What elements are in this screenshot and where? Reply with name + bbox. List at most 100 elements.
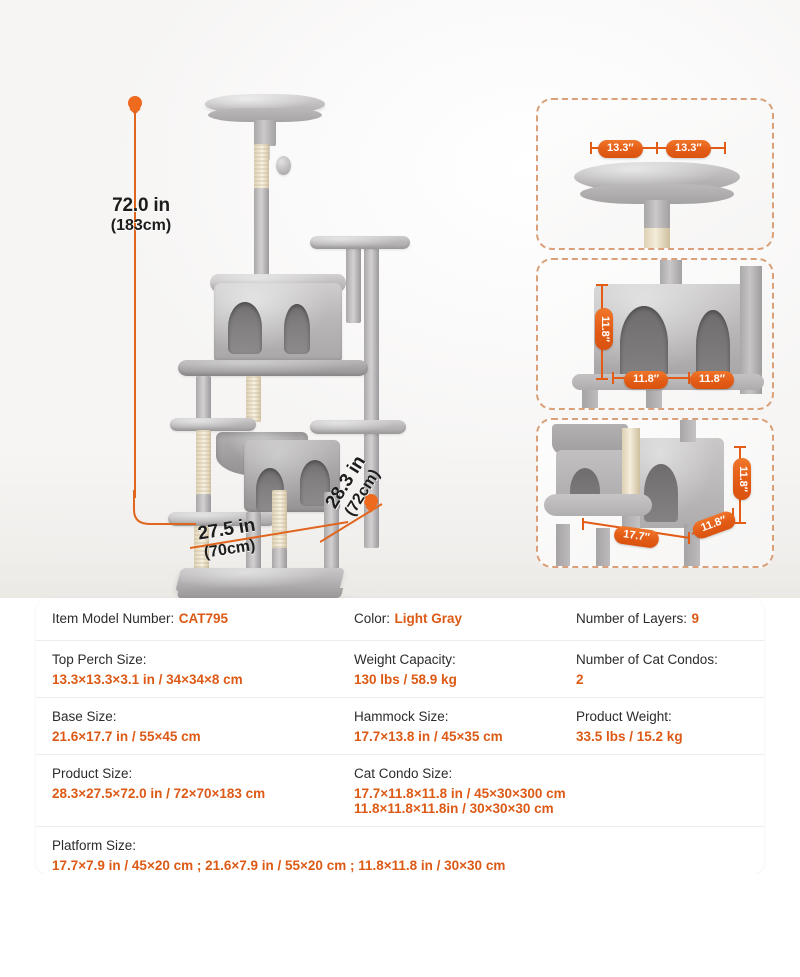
platform <box>170 418 256 431</box>
condo-entrance <box>284 304 310 354</box>
badge-perch-width-2: 13.3″ <box>666 140 711 158</box>
badge-condo-width-1: 11.8″ <box>624 371 669 389</box>
spec-label: Hammock Size: <box>354 709 449 724</box>
badge-condo-width-2: 11.8″ <box>690 371 735 389</box>
height-measure-line <box>134 110 136 498</box>
cat-tree-illustration <box>150 88 410 598</box>
sisal-post <box>246 376 261 422</box>
top-perch-stem <box>254 120 276 146</box>
leg-detail <box>556 524 570 566</box>
leg-detail <box>646 390 662 408</box>
spec-label: Product Size: <box>52 766 133 781</box>
spec-label: Item Model Number: <box>52 611 175 626</box>
measure-cap <box>724 142 726 154</box>
spec-label: Number of Layers: <box>576 611 688 626</box>
spec-cell-number-of-cat-condos: Number of Cat Condos: 2 <box>560 641 764 697</box>
leg-detail <box>596 528 610 566</box>
sisal-post <box>272 490 287 552</box>
spec-label: Base Size: <box>52 709 117 724</box>
condo-entrance-detail <box>696 310 730 382</box>
table-row: Base Size: 21.6×17.7 in / 55×45 cm Hammo… <box>36 698 764 755</box>
spec-value-secondary: 11.8×11.8×11.8in / 30×30×30 cm <box>354 801 554 816</box>
specification-table: Item Model Number: CAT795 Color: Light G… <box>36 598 764 874</box>
platform <box>310 420 406 434</box>
top-perch-rim <box>208 108 322 122</box>
spec-value: CAT795 <box>178 611 229 626</box>
toy-string <box>268 146 270 160</box>
spec-value: 17.7×7.9 in / 45×20 cm ; 21.6×7.9 in / 5… <box>52 858 506 873</box>
spec-value: 17.7×13.8 in / 45×35 cm <box>354 729 503 744</box>
leg-detail <box>582 390 598 408</box>
condo-entrance <box>228 302 262 354</box>
spec-value: 130 lbs / 58.9 kg <box>354 672 457 687</box>
measure-cap <box>688 372 690 384</box>
spec-value: 17.7×11.8×11.8 in / 45×30×300 cm <box>354 786 566 801</box>
width-measure-line <box>190 521 349 549</box>
spec-label: Cat Condo Size: <box>354 766 453 781</box>
support-post <box>364 248 379 548</box>
depth-measure-pin <box>364 494 378 508</box>
spec-cell-hammock-size: Hammock Size: 17.7×13.8 in / 45×35 cm <box>338 698 560 754</box>
overall-height-label: 72.0 in (183cm) <box>110 195 172 234</box>
upper-post-detail <box>660 260 682 290</box>
sisal-post <box>254 144 269 190</box>
spec-cell-color: Color: Light Gray <box>338 598 560 640</box>
spec-cell-cat-condo-size: Cat Condo Size: 17.7×11.8×11.8 in / 45×3… <box>338 755 764 826</box>
upper-condo-detail <box>594 284 756 382</box>
badge-condo-height-lower: 11.8″ <box>733 458 751 501</box>
platform-detail <box>544 494 652 516</box>
side-post-detail <box>740 266 762 394</box>
post-detail <box>680 420 696 442</box>
spec-value: 13.3×13.3×3.1 in / 34×34×8 cm <box>52 672 243 687</box>
measure-cap <box>656 142 658 154</box>
height-measure-pin-top <box>128 96 142 110</box>
base-board-edge <box>176 588 344 598</box>
sisal-post-detail <box>622 428 640 500</box>
support-post <box>196 376 211 420</box>
spec-value: 33.5 lbs / 15.2 kg <box>576 729 683 744</box>
height-measure-elbow <box>133 490 196 525</box>
top-perch-detail-rim <box>580 184 734 204</box>
badge-perch-width-1: 13.3″ <box>598 140 643 158</box>
sisal-post <box>196 430 211 496</box>
badge-condo-height: 11.8″ <box>595 308 613 351</box>
product-hero-image: 72.0 in (183cm) 27.5 in (70cm) 28.3 in (… <box>0 0 800 598</box>
spec-cell-top-perch-size: Top Perch Size: 13.3×13.3×3.1 in / 34×34… <box>36 641 338 697</box>
spec-value: 21.6×17.7 in / 55×45 cm <box>52 729 201 744</box>
spec-value: 2 <box>576 672 584 687</box>
spec-label: Platform Size: <box>52 838 137 853</box>
spec-value: 28.3×27.5×72.0 in / 72×70×183 cm <box>52 786 266 801</box>
support-post <box>254 188 269 286</box>
condo-entrance-detail <box>620 306 668 382</box>
measure-cap <box>734 522 746 524</box>
table-row: Item Model Number: CAT795 Color: Light G… <box>36 598 764 641</box>
support-post <box>324 492 339 584</box>
callout-upper-condo: 11.8″ 11.8″ 11.8″ <box>536 258 774 410</box>
page-bottom-whitespace <box>0 874 800 977</box>
spec-label: Number of Cat Condos: <box>576 652 718 667</box>
measure-cap <box>688 532 690 544</box>
platform <box>178 360 368 376</box>
spec-value: 9 <box>691 611 700 626</box>
spec-value: Light Gray <box>394 611 462 626</box>
spec-cell-product-size: Product Size: 28.3×27.5×72.0 in / 72×70×… <box>36 755 338 826</box>
sisal-post-detail <box>644 228 670 248</box>
measure-cap <box>596 378 608 380</box>
sisal-post <box>194 526 209 574</box>
support-post <box>346 248 361 323</box>
spec-label: Color: <box>354 611 391 626</box>
spec-label: Product Weight: <box>576 709 672 724</box>
support-post <box>246 512 261 578</box>
callout-top-perch: 13.3″ 13.3″ <box>536 98 774 250</box>
spec-label: Weight Capacity: <box>354 652 456 667</box>
platform <box>310 236 410 249</box>
spec-label: Top Perch Size: <box>52 652 147 667</box>
spec-cell-base-size: Base Size: 21.6×17.7 in / 55×45 cm <box>36 698 338 754</box>
table-row: Top Perch Size: 13.3×13.3×3.1 in / 34×34… <box>36 641 764 698</box>
spec-cell-model-number: Item Model Number: CAT795 <box>36 598 338 640</box>
callout-lower-condo: 17.7″ 11.8″ 11.8″ <box>536 418 774 568</box>
condo-entrance-detail <box>644 464 678 522</box>
table-row: Product Size: 28.3×27.5×72.0 in / 72×70×… <box>36 755 764 827</box>
table-row: Platform Size: 17.7×7.9 in / 45×20 cm ; … <box>36 827 764 874</box>
dangling-toy-ball <box>276 156 291 175</box>
